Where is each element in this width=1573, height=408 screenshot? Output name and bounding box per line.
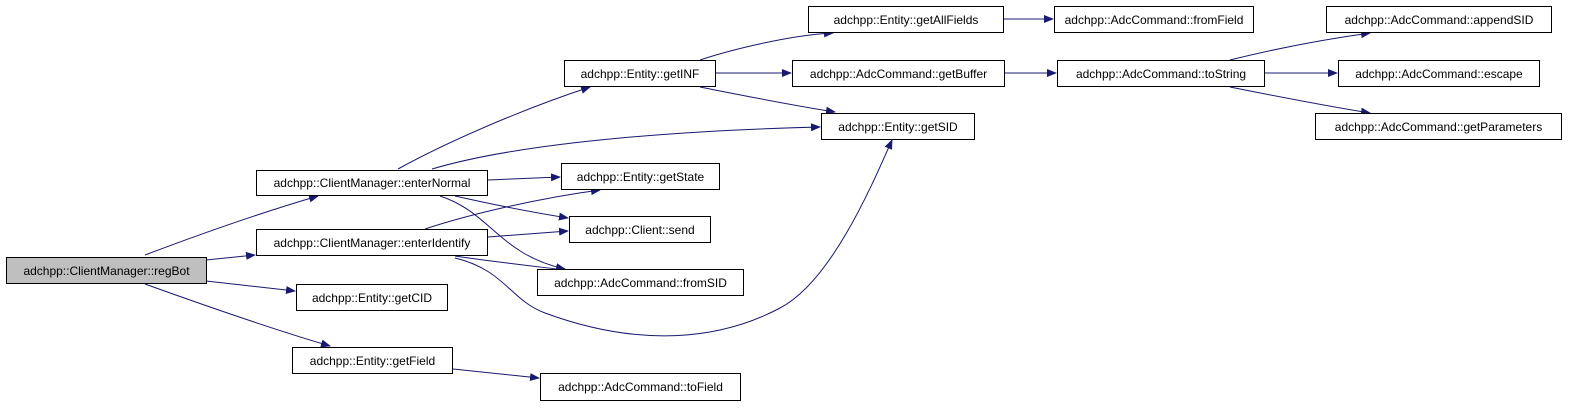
node-adccommand-tostring[interactable]: adchpp::AdcCommand::toString bbox=[1057, 60, 1265, 87]
edge-regbot-to-getcid bbox=[205, 280, 296, 294]
edge-enternormal-to-send bbox=[454, 195, 569, 221]
node-entity-getcid[interactable]: adchpp::Entity::getCID bbox=[296, 284, 448, 311]
node-adccommand-fromsid[interactable]: adchpp::AdcCommand::fromSID bbox=[537, 269, 744, 296]
edge-getinf-to-getsid bbox=[699, 86, 836, 115]
edge-enteridentify-to-getsid bbox=[454, 139, 893, 337]
edge-tostring-to-getparameters bbox=[1229, 86, 1371, 116]
node-client-manager-enternormal[interactable]: adchpp::ClientManager::enterNormal bbox=[256, 170, 488, 196]
node-client-manager-enteridentify[interactable]: adchpp::ClientManager::enterIdentify bbox=[256, 229, 488, 256]
edge-enteridentify-to-send bbox=[487, 227, 569, 238]
edge-enternormal-to-getsid bbox=[431, 123, 821, 170]
node-adccommand-getparameters[interactable]: adchpp::AdcCommand::getParameters bbox=[1315, 113, 1562, 140]
node-entity-getsid[interactable]: adchpp::Entity::getSID bbox=[821, 113, 975, 140]
node-adccommand-appendsid[interactable]: adchpp::AdcCommand::appendSID bbox=[1326, 6, 1552, 33]
edge-enternormal-to-fromsid bbox=[439, 195, 566, 272]
node-adccommand-getbuffer[interactable]: adchpp::AdcCommand::getBuffer bbox=[792, 60, 1005, 87]
edge-enteridentify-to-fromsid bbox=[454, 255, 566, 273]
edge-getinf-to-getallfields bbox=[699, 29, 834, 61]
node-entity-getinf[interactable]: adchpp::Entity::getINF bbox=[564, 60, 716, 87]
node-entity-getstate[interactable]: adchpp::Entity::getState bbox=[561, 163, 720, 190]
edge-tostring-to-appendsid bbox=[1229, 30, 1371, 61]
edge-enternormal-to-getstate bbox=[487, 173, 561, 182]
edge-regbot-to-enternormal bbox=[144, 194, 319, 256]
node-entity-getfield[interactable]: adchpp::Entity::getField bbox=[292, 347, 453, 374]
node-client-manager-regbot: adchpp::ClientManager::regBot bbox=[6, 257, 207, 284]
node-adccommand-fromfield[interactable]: adchpp::AdcCommand::fromField bbox=[1054, 6, 1254, 33]
node-entity-getallfields[interactable]: adchpp::Entity::getAllFields bbox=[808, 6, 1004, 33]
edge-regbot-to-enteridentify bbox=[205, 251, 256, 261]
edge-regbot-to-getfield bbox=[144, 283, 331, 348]
edge-getfield-to-tofield bbox=[452, 368, 540, 382]
node-adccommand-tofield[interactable]: adchpp::AdcCommand::toField bbox=[540, 373, 741, 401]
node-client-send[interactable]: adchpp::Client::send bbox=[569, 216, 711, 243]
edge-enternormal-to-getinf bbox=[397, 86, 591, 170]
node-adccommand-escape[interactable]: adchpp::AdcCommand::escape bbox=[1338, 60, 1540, 87]
edge-enteridentify-to-getstate bbox=[424, 187, 601, 230]
